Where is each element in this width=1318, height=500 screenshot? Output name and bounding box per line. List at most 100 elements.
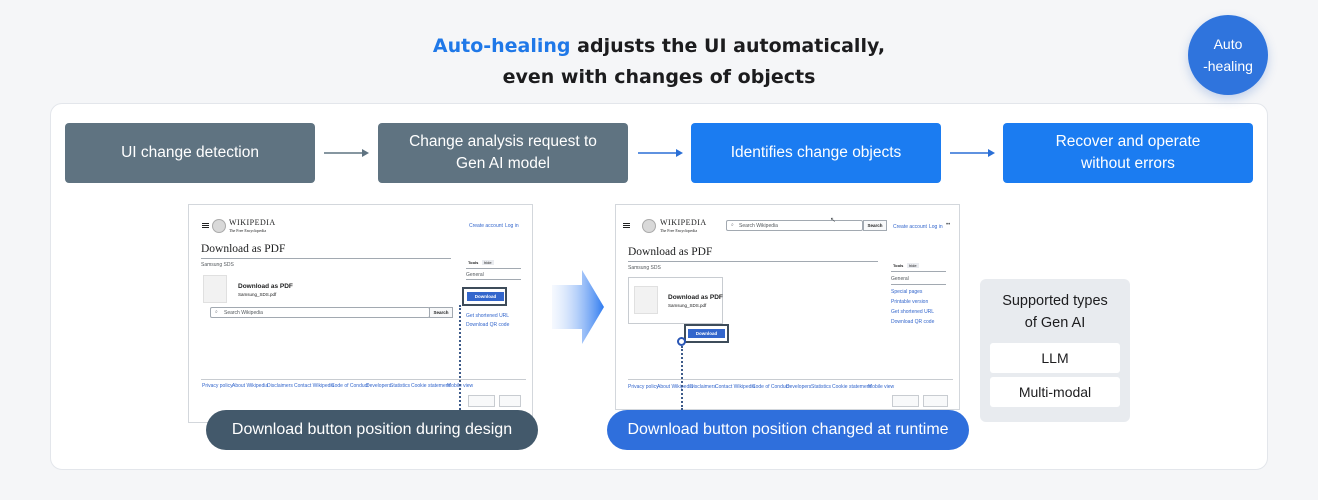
footer-link[interactable]: Cookie statement [832, 384, 871, 390]
wikipedia-globe-icon [642, 219, 656, 233]
tools-divider [891, 271, 946, 272]
log-in-link[interactable]: Log in [505, 223, 519, 229]
footer-link[interactable]: About Wikipedia [657, 384, 694, 390]
wiki-tagline: The Free Encyclopedia [660, 228, 698, 233]
footer-link[interactable]: Contact Wikipedia [715, 384, 756, 390]
tools-divider [891, 284, 946, 285]
tools-link-qr-code[interactable]: Download QR code [891, 319, 935, 325]
search-icon: ⌕ [215, 309, 218, 315]
menu-icon [202, 223, 209, 228]
pdf-thumbnail [203, 275, 227, 303]
search-icon: ⌕ [731, 222, 734, 228]
footer-link[interactable]: Statistics [811, 384, 832, 390]
badge-line-1: Auto [1213, 36, 1243, 52]
wikipedia-globe-icon [212, 219, 226, 233]
footer-link[interactable]: Code of Conduct [752, 384, 790, 390]
tools-link-shortened-url[interactable]: Get shortened URL [891, 309, 935, 315]
download-button[interactable]: Download [467, 292, 504, 301]
wikimedia-badge [892, 395, 919, 407]
pdf-thumbnail [634, 286, 658, 314]
step-recover-and-operate: Recover and operate without errors [1003, 123, 1253, 183]
tools-hide-button[interactable]: hide [907, 263, 919, 268]
tools-label: Tools [893, 263, 904, 268]
footer-link[interactable]: Developers [366, 383, 392, 389]
footer-link[interactable]: Cookie statement [411, 383, 450, 389]
title-divider [201, 258, 451, 259]
wiki-screenshot-runtime: WIKIPEDIA The Free Encyclopedia ⌕ Search… [615, 204, 960, 410]
download-button[interactable]: Download [688, 329, 725, 338]
arrow-right-icon [324, 149, 369, 157]
card-filename: Samsung_SDS.pdf [668, 303, 707, 308]
footer-link[interactable]: Disclaimers [267, 383, 293, 389]
card-filename: Samsung_SDS.pdf [238, 292, 277, 297]
footer-link[interactable]: About Wikipedia [232, 383, 269, 389]
search-placeholder: Search Wikipedia [224, 310, 263, 316]
title-divider [628, 261, 878, 262]
mouse-cursor-icon: ↖ [830, 217, 836, 224]
more-options-icon[interactable]: •• [946, 222, 951, 228]
page-subtitle: Samsung SDS [201, 262, 234, 268]
mediawiki-badge [923, 395, 948, 407]
log-in-link[interactable]: Log in [929, 224, 943, 230]
caption-design: Download button position during design [206, 410, 538, 450]
wikimedia-badge [468, 395, 495, 407]
footer-link[interactable]: Statistics [390, 383, 411, 389]
search-input[interactable]: ⌕ Search Wikipedia [726, 220, 863, 231]
step-ui-change-detection: UI change detection [65, 123, 315, 183]
download-button-highlight [684, 324, 729, 343]
tools-hide-button[interactable]: hide [482, 260, 494, 265]
footer-link[interactable]: Privacy policy [202, 383, 233, 389]
download-button-highlight [462, 287, 507, 306]
page-subtitle: Samsung SDS [628, 265, 661, 271]
search-input[interactable]: Search Wikipedia ⌕ [210, 307, 430, 318]
footer-link[interactable]: Mobile view [868, 384, 895, 390]
headline: Auto-healing adjusts the UI automaticall… [0, 31, 1318, 93]
search-placeholder: Search Wikipedia [739, 223, 778, 229]
footer-link[interactable]: Contact Wikipedia [294, 383, 335, 389]
transition-arrow-icon [552, 270, 604, 344]
footer-link[interactable]: Code of Conduct [331, 383, 369, 389]
create-account-link[interactable]: Create account [469, 223, 503, 229]
search-button[interactable]: Search [429, 307, 453, 318]
card-title: Download as PDF [238, 283, 293, 290]
create-account-link[interactable]: Create account [893, 224, 927, 230]
caption-runtime: Download button position changed at runt… [607, 410, 969, 450]
tools-link-special-pages[interactable]: Special pages [891, 289, 923, 295]
headline-line-1: Auto-healing adjusts the UI automaticall… [0, 31, 1318, 62]
footer-divider [628, 379, 953, 380]
tools-label: Tools [468, 260, 479, 265]
headline-rest: adjusts the UI automatically, [570, 35, 886, 57]
wiki-tagline: The Free Encyclopedia [229, 228, 267, 233]
footer-link[interactable]: Disclaimers [690, 384, 716, 390]
page-title: Download as PDF [628, 246, 713, 258]
auto-healing-badge: Auto -healing [1188, 15, 1268, 95]
tools-general: General [891, 276, 909, 282]
badge-line-2: -healing [1203, 58, 1253, 74]
tools-link-shortened-url[interactable]: Get shortened URL [466, 313, 510, 319]
card-title: Download as PDF [668, 294, 723, 301]
gen-ai-types-box: Supported types of Gen AI LLM Multi-moda… [980, 279, 1130, 422]
page-title: Download as PDF [201, 243, 286, 255]
tools-divider [466, 268, 521, 269]
tools-link-qr-code[interactable]: Download QR code [466, 322, 510, 328]
gen-ai-type-llm: LLM [990, 343, 1120, 373]
step-identifies-change-objects: Identifies change objects [691, 123, 941, 183]
footer-link[interactable]: Privacy policy [628, 384, 659, 390]
search-button[interactable]: Search [863, 220, 887, 231]
wiki-wordmark: WIKIPEDIA [660, 218, 707, 227]
mediawiki-badge [499, 395, 521, 407]
headline-line-2: even with changes of objects [502, 66, 816, 88]
gen-ai-types-title: Supported types of Gen AI [1002, 293, 1108, 331]
headline-accent: Auto-healing [432, 35, 571, 57]
wiki-wordmark: WIKIPEDIA [229, 218, 276, 227]
step-change-analysis-request: Change analysis request to Gen AI model [378, 123, 628, 183]
footer-link[interactable]: Developers [786, 384, 812, 390]
arrow-right-icon [950, 149, 995, 157]
wiki-screenshot-design: WIKIPEDIA The Free Encyclopedia Create a… [188, 204, 533, 423]
menu-icon [623, 223, 630, 228]
tools-link-printable[interactable]: Printable version [891, 299, 929, 305]
design-connector-line [459, 305, 461, 410]
runtime-connector-line [681, 346, 683, 410]
arrow-right-icon [638, 149, 683, 157]
tools-divider [466, 279, 521, 280]
